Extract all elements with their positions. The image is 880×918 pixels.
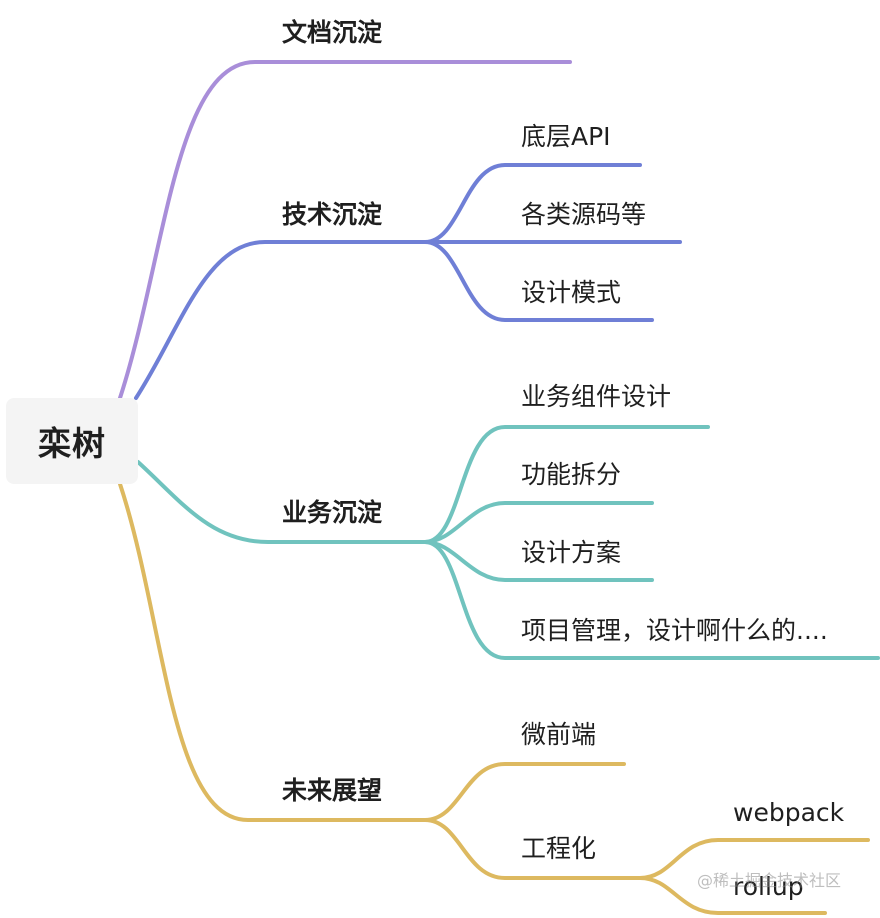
link-tech-api bbox=[423, 163, 642, 244]
link-future-eng bbox=[423, 818, 642, 880]
leaf-pm[interactable]: 项目管理，设计啊什么的.... bbox=[521, 616, 828, 645]
leaf-engineering[interactable]: 工程化 bbox=[521, 834, 597, 863]
leaf-components[interactable]: 业务组件设计 bbox=[521, 382, 672, 411]
link-root-biz bbox=[136, 460, 427, 544]
leaf-api[interactable]: 底层API bbox=[521, 122, 611, 151]
link-biz-split bbox=[423, 501, 654, 544]
leaf-plan[interactable]: 设计方案 bbox=[521, 538, 622, 567]
link-root-future bbox=[118, 482, 427, 822]
branch-future[interactable]: 未来展望 bbox=[282, 776, 383, 805]
branch-tech[interactable]: 技术沉淀 bbox=[282, 200, 383, 229]
leaf-source[interactable]: 各类源码等 bbox=[521, 200, 647, 229]
branch-biz[interactable]: 业务沉淀 bbox=[282, 498, 383, 527]
branch-docs[interactable]: 文档沉淀 bbox=[282, 18, 383, 47]
link-future-microfe bbox=[423, 762, 626, 822]
link-eng-rollup bbox=[638, 876, 827, 915]
link-tech-pattern bbox=[423, 240, 654, 322]
leaf-split[interactable]: 功能拆分 bbox=[521, 460, 622, 489]
link-biz-components bbox=[423, 425, 710, 544]
leaf-pattern[interactable]: 设计模式 bbox=[521, 278, 622, 307]
link-root-docs bbox=[118, 60, 572, 400]
link-eng-webpack bbox=[638, 838, 870, 880]
root-label: 栾树 bbox=[38, 424, 106, 463]
link-root-tech bbox=[134, 240, 427, 400]
leaf-rollup[interactable]: rollup bbox=[733, 872, 804, 901]
watermark: @稀土掘金技术社区 bbox=[697, 871, 842, 890]
link-biz-pm bbox=[423, 540, 880, 660]
root-node[interactable]: 栾树 bbox=[6, 398, 138, 484]
leaf-webpack[interactable]: webpack bbox=[733, 798, 845, 827]
leaf-microfe[interactable]: 微前端 bbox=[521, 720, 597, 749]
